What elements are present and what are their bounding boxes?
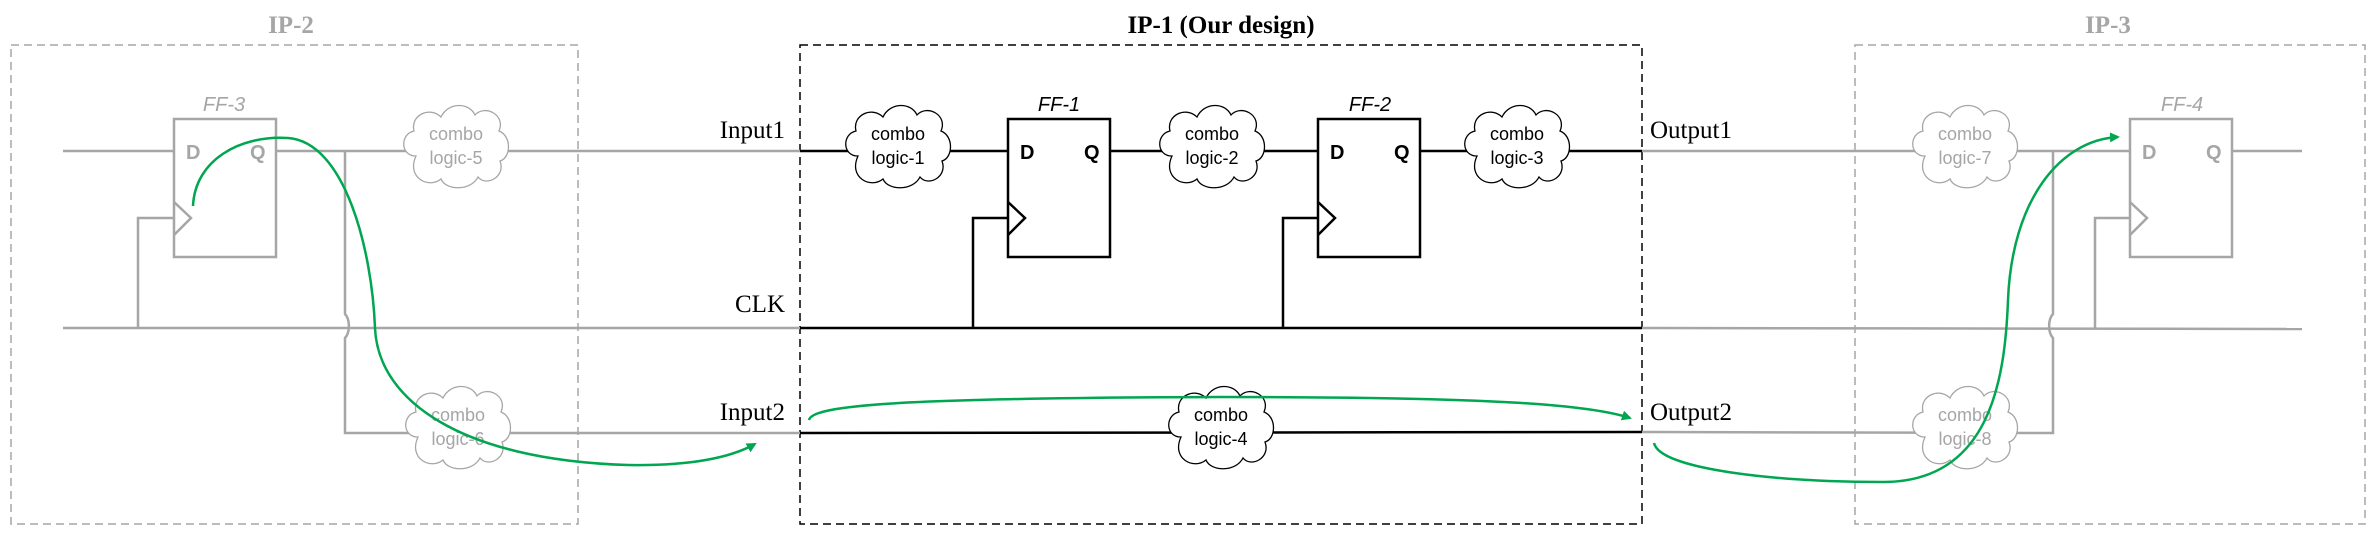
clock-pin-icon xyxy=(1317,201,1337,236)
ip3-block xyxy=(1854,44,2366,525)
clock-pin-icon xyxy=(1007,201,1027,236)
combo-logic-8: combo logic-8 xyxy=(1912,385,2019,470)
timing-path-arrow-ip2 xyxy=(191,136,757,467)
q-pin: Q xyxy=(2206,142,2222,164)
input1-label: Input1 xyxy=(720,117,785,144)
ip2-wires xyxy=(63,149,800,435)
cloud-label: combo xyxy=(431,405,485,425)
ip3-wires xyxy=(1641,149,2303,435)
cloud-label: combo xyxy=(1490,124,1544,144)
flip-flop-ff4: FF-4 D Q xyxy=(2128,94,2234,259)
ip1-block xyxy=(799,44,1643,525)
cloud-label: combo xyxy=(871,124,925,144)
combo-logic-5: combo logic-5 xyxy=(403,104,510,189)
cloud-label: combo xyxy=(1938,405,1992,425)
d-pin: D xyxy=(2142,142,2156,164)
ff-label: FF-3 xyxy=(203,94,245,116)
ip2-block xyxy=(10,44,579,525)
combo-logic-6: combo logic-6 xyxy=(405,385,512,470)
output2-label: Output2 xyxy=(1650,399,1732,426)
cloud-label: logic-3 xyxy=(1490,148,1543,168)
ff-label: FF-4 xyxy=(2161,94,2203,116)
cloud-label: combo xyxy=(1938,124,1992,144)
combo-logic-1: combo logic-1 xyxy=(845,104,952,189)
flip-flop-ff1: FF-1 D Q xyxy=(1006,94,1112,259)
cloud-label: logic-8 xyxy=(1938,429,1991,449)
flip-flop-ff3: FF-3 D Q xyxy=(172,94,278,259)
cloud-label: logic-4 xyxy=(1194,429,1247,449)
cloud-label: logic-7 xyxy=(1938,148,1991,168)
ip2-title: IP-2 xyxy=(268,12,314,39)
ip3-title: IP-3 xyxy=(2085,12,2131,39)
d-pin: D xyxy=(186,142,200,164)
q-pin: Q xyxy=(1084,142,1100,164)
cloud-label: combo xyxy=(1194,405,1248,425)
cloud-label: combo xyxy=(1185,124,1239,144)
cloud-label: logic-5 xyxy=(429,148,482,168)
q-pin: Q xyxy=(1394,142,1410,164)
clk-label: CLK xyxy=(735,291,785,318)
q-pin: Q xyxy=(250,142,266,164)
input2-label: Input2 xyxy=(720,399,785,426)
combo-logic-7: combo logic-7 xyxy=(1912,104,2019,189)
d-pin: D xyxy=(1020,142,1034,164)
d-pin: D xyxy=(1330,142,1344,164)
combo-logic-3: combo logic-3 xyxy=(1464,104,1571,189)
ff-label: FF-2 xyxy=(1349,94,1391,116)
combo-logic-4: combo logic-4 xyxy=(1168,385,1275,470)
cloud-label: logic-6 xyxy=(431,429,484,449)
output1-label: Output1 xyxy=(1650,117,1732,144)
clock-pin-icon xyxy=(2129,201,2149,236)
combo-logic-2: combo logic-2 xyxy=(1159,104,1266,189)
cloud-label: logic-1 xyxy=(871,148,924,168)
ip1-title: IP-1 (Our design) xyxy=(1127,12,1314,39)
timing-path-arrow-ip3 xyxy=(1652,132,2120,484)
cloud-label: combo xyxy=(429,124,483,144)
cloud-label: logic-2 xyxy=(1185,148,1238,168)
clock-pin-icon xyxy=(173,201,193,236)
flip-flop-ff2: FF-2 D Q xyxy=(1316,94,1422,259)
timing-path-arrow-ip1 xyxy=(807,395,1632,421)
ff-label: FF-1 xyxy=(1038,94,1080,116)
